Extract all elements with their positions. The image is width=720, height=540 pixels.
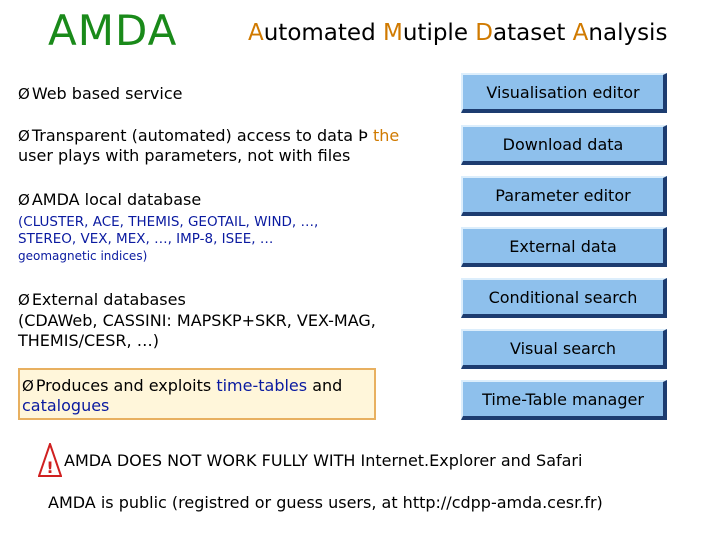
page-title: Automated Mutiple Dataset Analysis <box>248 20 667 46</box>
external-db-list-line2: THEMIS/CESR, …) <box>18 331 159 350</box>
title-part-3: ataset <box>493 20 573 46</box>
local-db-list-line2: STEREO, VEX, MEX, …, IMP-8, ISEE, … <box>18 231 274 247</box>
bullet-arrow-icon: Ø <box>18 291 30 309</box>
title-part-1: utomated <box>263 20 383 46</box>
visualisation-editor-button[interactable]: Visualisation editor <box>461 73 667 113</box>
catalogues-text: catalogues <box>22 396 110 415</box>
bullet-arrow-icon: Ø <box>18 127 30 145</box>
warning-icon: ! <box>37 440 63 481</box>
time-table-manager-button[interactable]: Time-Table manager <box>461 380 667 420</box>
local-db-list-line1: (CLUSTER, ACE, THEMIS, GEOTAIL, WIND, …, <box>18 214 319 230</box>
produces-text: Produces and exploits <box>35 376 212 395</box>
bullet-transparent-the: the <box>372 126 400 145</box>
external-database-list: (CDAWeb, CASSINI: MAPSKP+SKR, VEX-MAG, T… <box>18 311 448 351</box>
bullet-transparent-line1: Transparent (automated) access to data <box>31 126 354 145</box>
bullet-transparent-line2: user plays with parameters, not with fil… <box>18 146 351 165</box>
local-db-list-line3: geomagnetic indices) <box>18 249 148 263</box>
visual-search-button[interactable]: Visual search <box>461 329 667 369</box>
parameter-editor-button[interactable]: Parameter editor <box>461 176 667 216</box>
time-tables-text: time-tables <box>216 376 308 395</box>
implies-arrow-icon: Þ <box>358 126 368 145</box>
title-cap-d: D <box>475 20 493 46</box>
title-cap-m: M <box>382 20 403 46</box>
download-data-button[interactable]: Download data <box>461 125 667 165</box>
warning-exclamation: ! <box>46 458 53 477</box>
browser-warning-text: AMDA DOES NOT WORK FULLY WITH Internet.E… <box>64 451 583 470</box>
bullet-arrow-icon: Ø <box>18 85 30 103</box>
conditional-search-button[interactable]: Conditional search <box>461 278 667 318</box>
produces-and-text: and <box>312 376 343 395</box>
title-cap-a: A <box>248 20 264 46</box>
title-part-2: utiple <box>402 20 476 46</box>
local-database-list: (CLUSTER, ACE, THEMIS, GEOTAIL, WIND, …,… <box>18 214 438 265</box>
bullet-web-text: Web based service <box>31 84 183 103</box>
public-access-text: AMDA is public (registred or guess users… <box>48 493 603 512</box>
bullet-external-db-text: External databases <box>31 290 186 309</box>
external-db-list-line1: (CDAWeb, CASSINI: MAPSKP+SKR, VEX-MAG, <box>18 311 376 330</box>
title-cap-a2: A <box>572 20 589 46</box>
bullet-local-db-text: AMDA local database <box>31 190 202 209</box>
bullet-arrow-icon: Ø <box>18 191 30 209</box>
external-data-button[interactable]: External data <box>461 227 667 267</box>
amda-logo: AMDA <box>48 6 178 55</box>
title-part-4: nalysis <box>588 20 668 46</box>
bullet-arrow-icon: Ø <box>22 377 34 395</box>
